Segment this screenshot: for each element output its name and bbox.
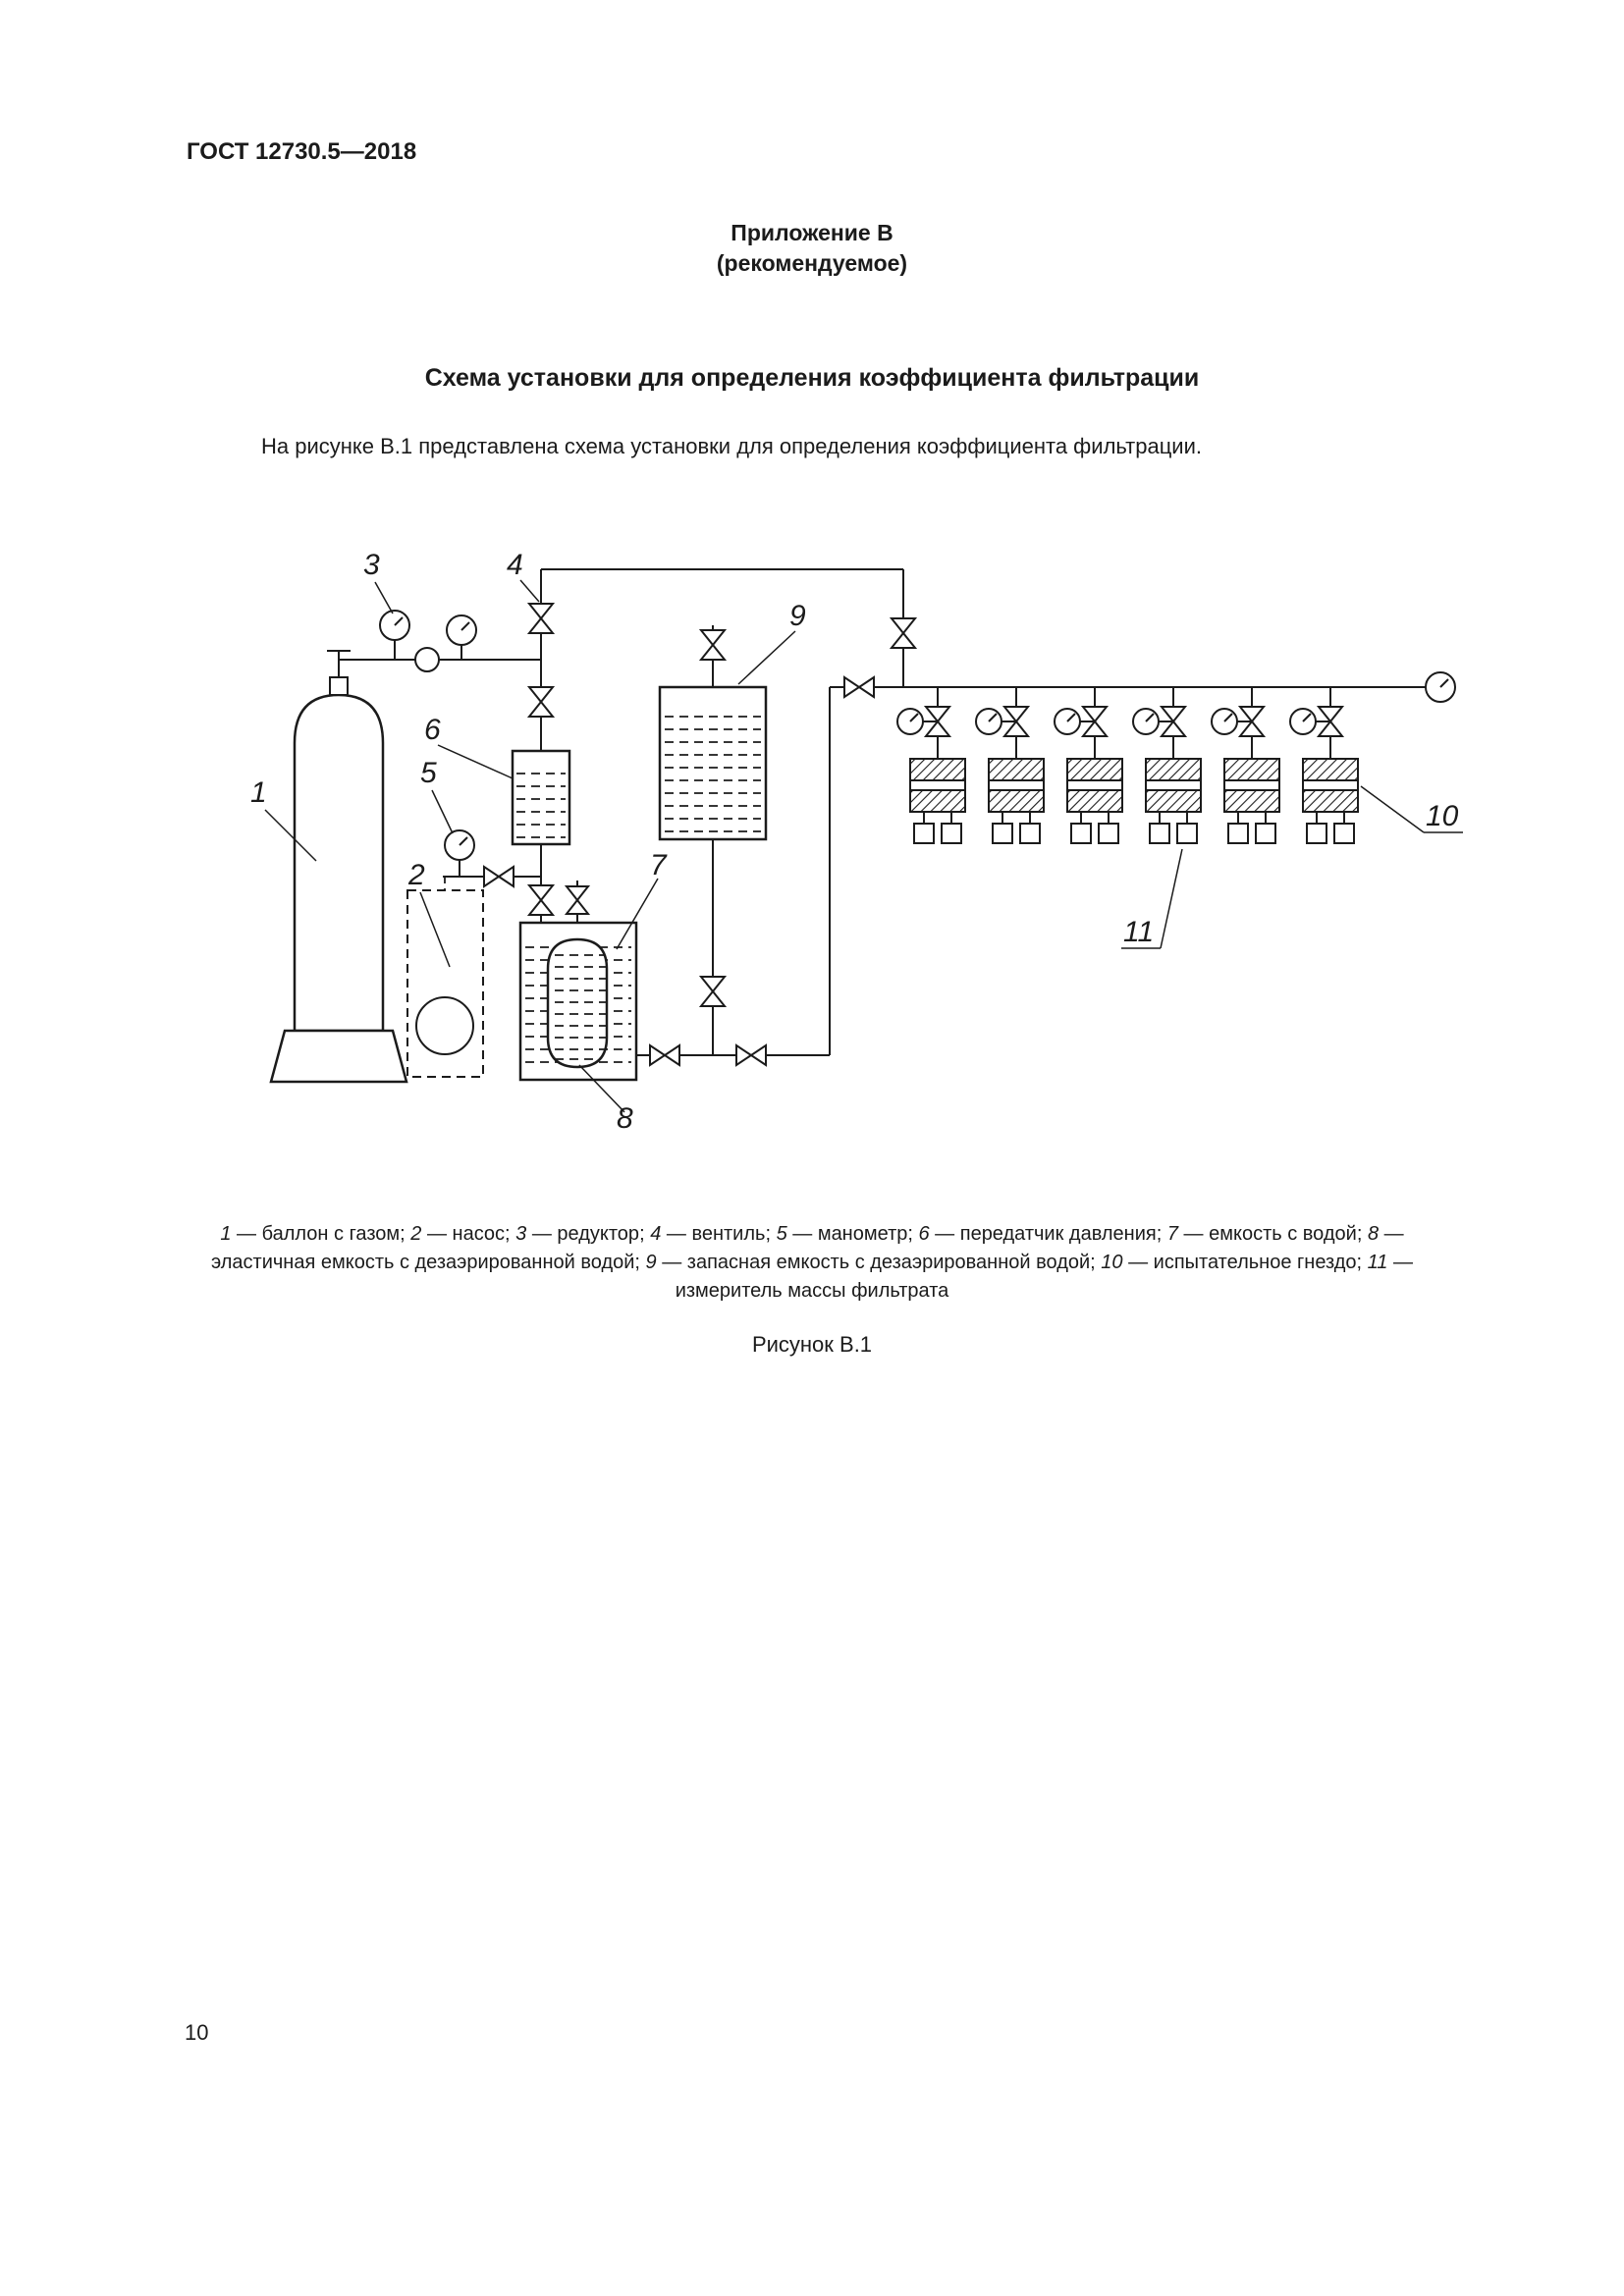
test-socket [1054,686,1123,844]
callout-10: 10 [1426,800,1459,832]
legend-item: 11 — измеритель массы фильтрата [675,1252,1413,1302]
legend-item: 6 — передатчик давления; [918,1223,1167,1245]
callout-4: 4 [507,549,523,581]
callout-2: 2 [407,859,425,891]
legend-item: 4 — вентиль; [650,1223,777,1245]
callout-3: 3 [363,549,380,581]
test-socket [1132,686,1202,844]
callout-8: 8 [617,1102,633,1135]
legend-item: 1 — баллон с газом; [220,1223,411,1245]
pressure-transmitter [511,749,571,846]
valve-spare-tank-top [698,629,728,661]
valve-4 [526,603,556,634]
valve-transmitter-inlet [526,686,556,718]
water-tank [518,921,638,1082]
test-socket [896,686,966,844]
valve-tank7-vent [564,885,591,915]
legend-item: 5 — манометр; [776,1223,919,1245]
test-socket [975,686,1045,844]
pressure-reducer [379,610,477,672]
callout-leaders [264,579,1463,1113]
figure-caption: 1 — баллон с газом; 2 — насос; 3 — редук… [179,1220,1445,1306]
valve-manifold-left [843,675,875,699]
installation-scheme-figure: 1 2 3 4 5 6 7 8 9 10 11 [250,549,1463,1135]
legend-item: 8 — эластичная емкость с дезаэрированной… [210,1223,1404,1273]
valve-top-riser [889,617,918,649]
pump [406,889,484,1078]
test-socket [1211,686,1280,844]
elastic-bag [546,937,609,1069]
section-title: Схема установки для определения коэффици… [424,364,1200,392]
callout-6: 6 [424,714,441,746]
test-socket [1289,686,1359,844]
gas-cylinder [269,650,408,1084]
page-number: 10 [185,2020,209,2045]
intro-paragraph: На рисунке В.1 представлена схема устано… [261,434,1202,458]
legend-item: 3 — редуктор; [515,1223,651,1245]
legend-item: 2 — насос; [410,1223,516,1245]
legend-item: 7 — емкость с водой; [1166,1223,1368,1245]
spare-tank [658,685,768,841]
annex-subtitle: (рекомендуемое) [716,250,908,276]
manifold-end-gauge [1425,671,1456,703]
valve-bottom-right [735,1043,767,1067]
callout-1: 1 [250,776,267,809]
callout-11: 11 [1123,916,1154,948]
callout-9: 9 [789,600,806,632]
doc-code: ГОСТ 12730.5—2018 [187,138,417,165]
valve-tank7-inlet [526,884,556,916]
valve-bottom-left [649,1043,680,1067]
callout-7: 7 [650,849,668,881]
legend-item: 10 — испытательное гнездо; [1101,1252,1368,1273]
annex-title: Приложение В [731,220,893,245]
figure-name: Рисунок В.1 [751,1332,873,1357]
callout-5: 5 [420,757,437,789]
valve-pump-line [483,865,514,888]
legend-item: 9 — запасная емкость с дезаэрированной в… [645,1252,1102,1273]
valve-spare-tank-bottom [698,976,728,1007]
manometer-5 [444,829,475,877]
